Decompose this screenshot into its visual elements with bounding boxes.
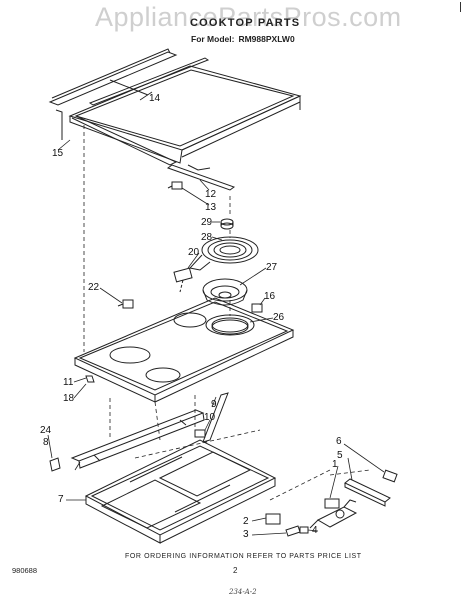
callout-2: 2 xyxy=(243,516,249,527)
callout-5: 5 xyxy=(337,450,343,461)
clip-part-13 xyxy=(167,181,183,190)
callout-26: 26 xyxy=(273,312,285,323)
top-frame-assembly xyxy=(48,48,302,191)
callout-10: 10 xyxy=(204,412,216,423)
callout-18: 18 xyxy=(63,393,75,404)
alignment-lines xyxy=(83,125,371,501)
page-number: 2 xyxy=(233,566,238,575)
callout-15: 15 xyxy=(52,148,64,159)
clip-part-24 xyxy=(49,457,61,472)
model-line: For Model:RM988PXLW0 xyxy=(191,34,295,44)
callout-27: 27 xyxy=(266,262,278,273)
callout-9: 9 xyxy=(211,399,217,410)
model-number: RM988PXLW0 xyxy=(238,34,295,44)
rail-part-9 xyxy=(194,392,229,443)
rail-part-5 xyxy=(344,469,398,507)
callout-6: 6 xyxy=(336,436,342,447)
callout-7: 7 xyxy=(58,494,64,505)
callout-4: 4 xyxy=(312,525,318,536)
burner-box-part-7 xyxy=(84,439,277,544)
cooktop-panel xyxy=(73,297,295,403)
callout-28: 28 xyxy=(201,232,213,243)
callout-16: 16 xyxy=(264,291,276,302)
document-code: 980688 xyxy=(12,566,38,575)
callout-29: 29 xyxy=(201,217,213,228)
callout-8: 8 xyxy=(43,437,49,448)
callout-14: 14 xyxy=(149,93,161,104)
model-label: For Model: xyxy=(191,34,235,44)
ordering-info-note: FOR ORDERING INFORMATION REFER TO PARTS … xyxy=(125,553,362,560)
callout-13: 13 xyxy=(205,202,217,213)
callout-1: 1 xyxy=(332,459,338,470)
callout-20: 20 xyxy=(188,247,200,258)
callout-3: 3 xyxy=(243,529,249,540)
watermark-text: AppliancePartsPros.com xyxy=(95,2,402,32)
diagram-title: COOKTOP PARTS xyxy=(190,17,301,29)
handwritten-note: 234-A-2 xyxy=(229,588,257,596)
callout-11: 11 xyxy=(63,377,74,388)
bracket-part-8 xyxy=(70,409,205,469)
callout-12: 12 xyxy=(205,189,217,200)
bracket-part-11 xyxy=(85,375,95,383)
clip-part-22 xyxy=(117,299,134,309)
clip-part-16 xyxy=(251,303,263,313)
callout-24: 24 xyxy=(40,425,52,436)
switch-assembly-part-1 xyxy=(265,498,358,537)
corner-mark xyxy=(460,2,461,12)
drip-bowl-part-27 xyxy=(202,278,248,306)
leader-lines xyxy=(47,91,385,536)
callout-22: 22 xyxy=(88,282,100,293)
